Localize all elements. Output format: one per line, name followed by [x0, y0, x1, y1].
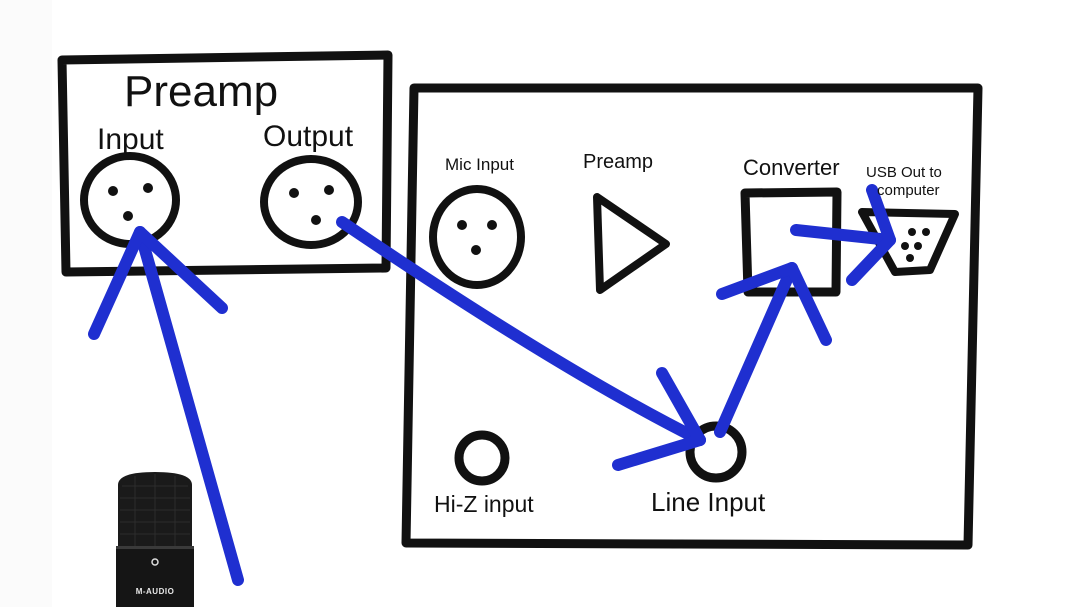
interface-preamp-label: Preamp: [583, 151, 654, 173]
preamp-output-xlr-icon: [260, 155, 362, 249]
hiz-input-label: Hi-Z input: [434, 491, 534, 517]
microphone-icon: [116, 472, 194, 607]
preamp-triangle-icon: [593, 193, 670, 294]
line-input-label: Line Input: [651, 487, 766, 517]
arrow-line-input-to-converter: [714, 262, 798, 438]
interface-box: [401, 83, 983, 550]
microphone-brand-label: M-AUDIO: [135, 587, 175, 596]
arrowhead-usb: [846, 184, 896, 286]
page-edge: [0, 0, 52, 607]
arrow-converter-to-usb: [790, 224, 896, 246]
preamp-box: [57, 50, 393, 277]
usb-label-line2: computer: [877, 182, 940, 199]
arrowhead-line-input: [612, 367, 706, 471]
arrowhead-preamp-input: [88, 226, 228, 340]
preamp-title: Preamp: [124, 67, 279, 116]
preamp-input-label: Input: [97, 123, 164, 156]
preamp-output-label: Output: [263, 120, 354, 153]
converter-label: Converter: [743, 155, 840, 180]
preamp-input-xlr-icon: [80, 152, 180, 248]
arrow-preamp-output-to-line-input: [336, 216, 706, 446]
arrow-mic-to-preamp-input: [134, 226, 244, 586]
line-input-jack-icon: [685, 421, 747, 483]
hiz-input-jack-icon: [454, 430, 510, 486]
signal-arrows: [88, 184, 896, 586]
usb-label-line1: USB Out to: [866, 164, 942, 181]
mic-input-label: Mic Input: [445, 155, 514, 174]
mic-input-xlr-icon: [429, 185, 525, 289]
converter-box-icon: [740, 187, 842, 297]
arrowhead-converter: [716, 262, 832, 346]
